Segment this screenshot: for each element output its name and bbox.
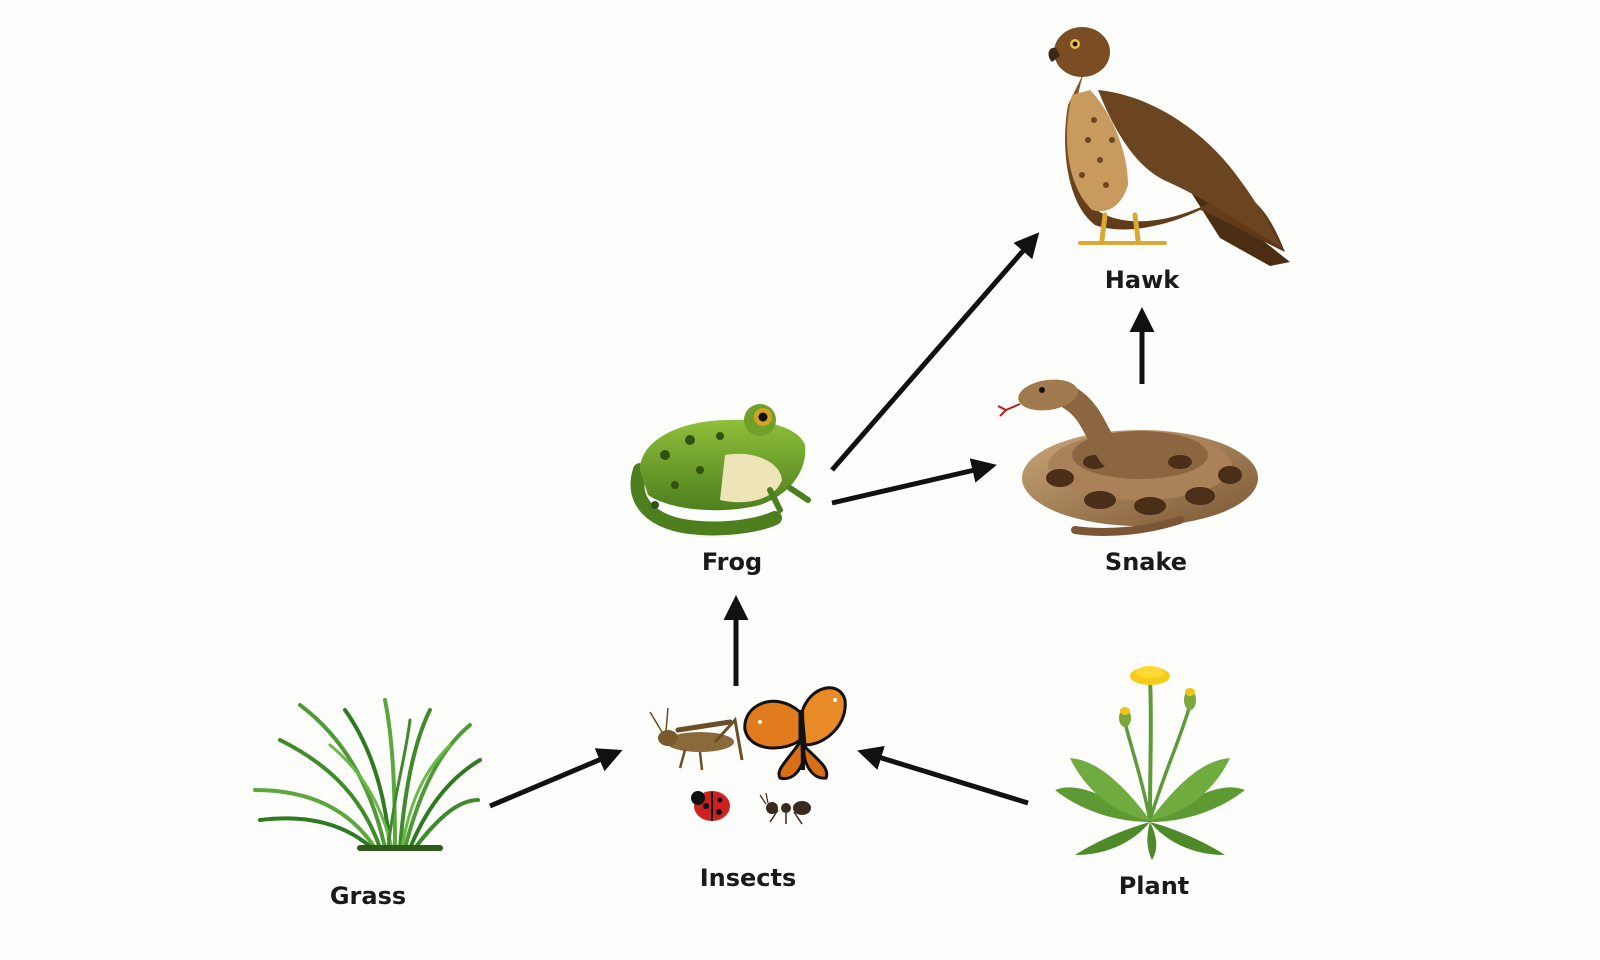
edge-group bbox=[489, 232, 1155, 809]
node-plant: Plant bbox=[1055, 666, 1245, 900]
dandelion-plant-illustration bbox=[1055, 666, 1245, 860]
node-label-hawk: Hawk bbox=[1105, 266, 1180, 294]
node-label-grass: Grass bbox=[330, 882, 406, 910]
edge-plant-to-insects bbox=[857, 745, 1029, 806]
node-frog: Frog bbox=[630, 404, 811, 576]
node-label-frog: Frog bbox=[702, 548, 762, 576]
node-label-insects: Insects bbox=[700, 864, 797, 892]
node-label-plant: Plant bbox=[1119, 872, 1190, 900]
node-grass: Grass bbox=[253, 698, 482, 910]
node-label-snake: Snake bbox=[1105, 548, 1187, 576]
edge-frog-to-hawk bbox=[830, 232, 1040, 472]
butterfly-icon bbox=[743, 686, 847, 781]
grasshopper-icon bbox=[649, 707, 744, 771]
snake-illustration bbox=[997, 379, 1258, 536]
ladybug-icon bbox=[691, 791, 730, 821]
ant-icon bbox=[759, 792, 811, 825]
node-snake: Snake bbox=[997, 379, 1258, 576]
hawk-illustration bbox=[1048, 27, 1290, 266]
node-hawk: Hawk bbox=[1048, 27, 1290, 294]
edge-frog-to-snake bbox=[831, 458, 997, 506]
node-insects: Insects bbox=[649, 686, 847, 892]
grass-illustration bbox=[253, 698, 482, 851]
edge-grass-to-insects bbox=[489, 748, 623, 809]
insects-illustration bbox=[649, 686, 847, 825]
frog-illustration bbox=[630, 404, 811, 536]
